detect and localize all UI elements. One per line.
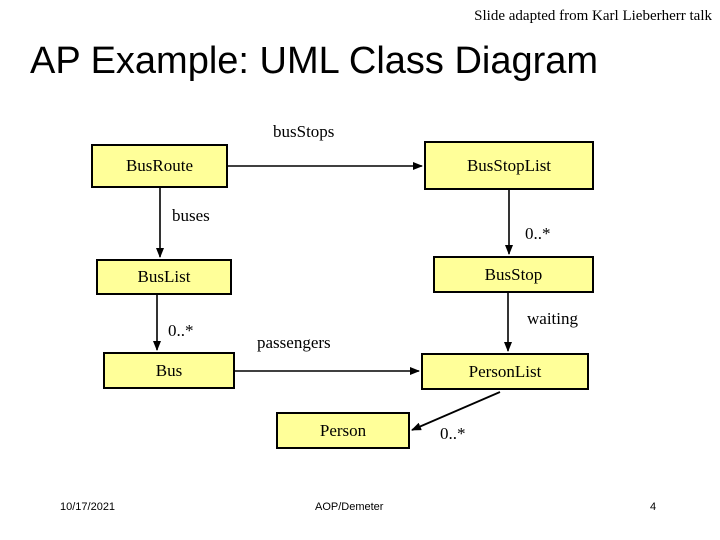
connector-personlist-person	[411, 391, 501, 431]
class-name-label: BusRoute	[125, 156, 194, 175]
edge-label-passengers: passengers	[257, 333, 331, 352]
edge-label-buses: buses	[172, 206, 210, 225]
slide-credit-note: Slide adapted from Karl Lieberherr talk	[474, 8, 712, 24]
class-name-label: Bus	[155, 360, 183, 380]
class-box-bus-route[interactable]: BusRoute	[91, 144, 228, 188]
edge-label-busstops: busStops	[273, 122, 335, 141]
class-box-bus-list[interactable]: BusList	[96, 259, 232, 295]
edge-label-busstop-multiplicity: 0..*	[525, 224, 551, 243]
class-box-person[interactable]: Person	[276, 412, 410, 449]
edge-label-waiting: waiting	[527, 309, 578, 328]
edge-label-bus-multiplicity: 0..*	[168, 321, 194, 340]
class-name-label: Person	[319, 420, 367, 440]
class-box-bus[interactable]: Bus	[103, 352, 235, 389]
footer-page-number: 4	[650, 501, 657, 513]
class-name-label: BusStop	[484, 264, 543, 284]
page-title: AP Example: UML Class Diagram	[30, 40, 599, 82]
class-box-person-list[interactable]: PersonList	[421, 353, 589, 390]
class-box-bus-stop[interactable]: BusStop	[433, 256, 594, 293]
class-box-bus-stop-list[interactable]: BusStopList	[424, 141, 594, 190]
edge-label-person-multiplicity: 0..*	[440, 424, 466, 443]
class-name-label: PersonList	[468, 361, 542, 381]
class-name-label: BusStopList	[466, 155, 552, 175]
footer-date: 10/17/2021	[60, 501, 116, 513]
footer-center-text: AOP/Demeter	[315, 501, 384, 513]
class-name-label: BusList	[137, 267, 191, 286]
